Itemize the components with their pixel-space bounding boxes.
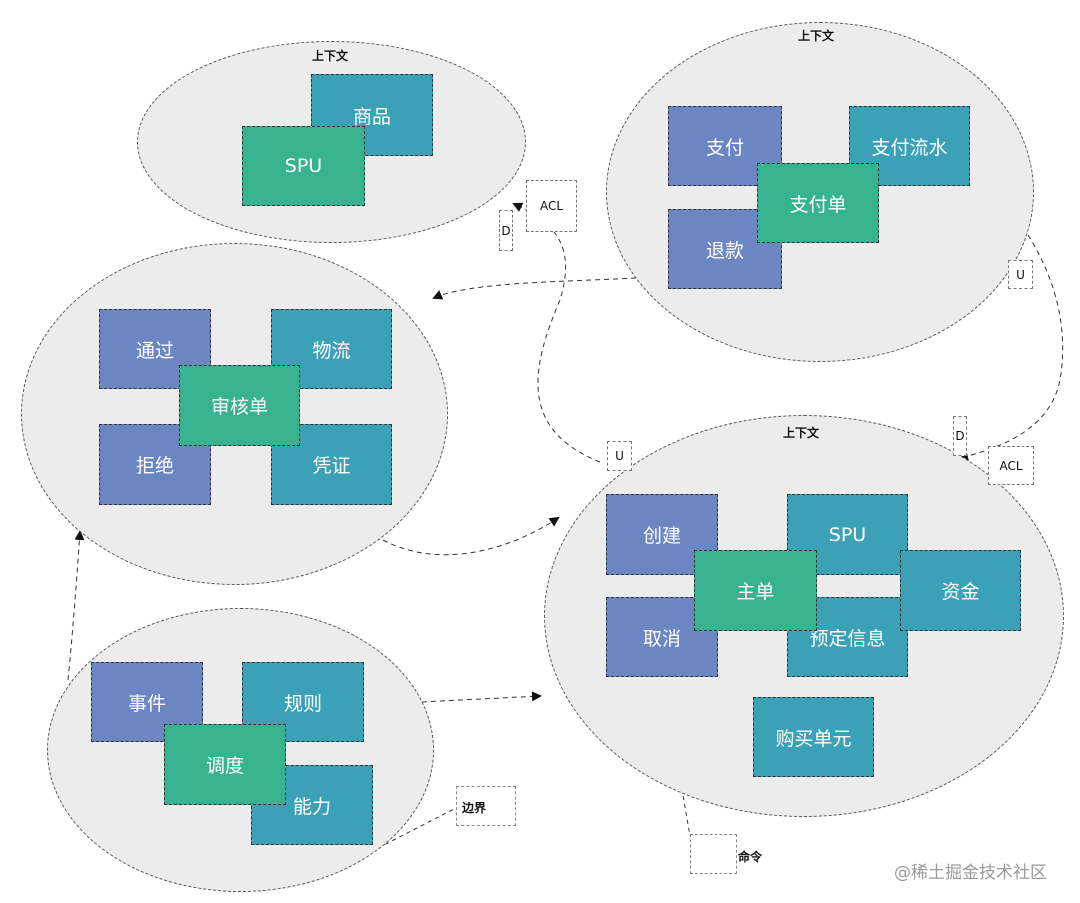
arrow-dispatch-to-review: [67, 530, 85, 681]
tag-u-mid: U: [607, 441, 632, 471]
box-schedule: 调度: [164, 724, 286, 805]
box-reserve: 预定信息: [787, 597, 908, 677]
tag-acl-top: ACL: [526, 180, 577, 232]
box-funds: 资金: [900, 550, 1021, 631]
context-product-label: 上下文: [312, 49, 349, 63]
watermark: @稀土掘金技术社区: [894, 863, 1047, 883]
arrow-dispatch-to-order: [421, 691, 542, 703]
note-command-frame: [690, 834, 737, 874]
note-boundary-frame: [456, 786, 516, 826]
arrow-review-to-order: [382, 516, 560, 556]
arrow-order-to-product-acl: [512, 202, 601, 463]
arrow-payment-to-review: [432, 277, 637, 300]
box-main-order: 主单: [694, 550, 817, 631]
box-product-spu: SPU: [242, 126, 365, 206]
context-order-label: 上下文: [783, 426, 820, 440]
box-purchase-unit: 购买单元: [753, 697, 874, 777]
note-boundary: 边界: [462, 801, 487, 815]
box-logistics: 物流: [271, 309, 392, 389]
tag-d-top: D: [499, 210, 513, 251]
tag-d-right: D: [953, 416, 967, 456]
note-command: 命令: [738, 850, 763, 864]
tag-acl-right: ACL: [988, 446, 1034, 485]
context-payment-label: 上下文: [798, 29, 835, 43]
tag-u-right: U: [1008, 260, 1033, 289]
box-audit: 审核单: [179, 365, 300, 446]
line-boundary-note: [377, 807, 457, 849]
box-pay-bill: 支付单: [757, 163, 879, 243]
box-rule: 规则: [242, 662, 364, 742]
arrow-payment-to-order-acl: [958, 234, 1064, 461]
box-pay: 支付: [668, 106, 782, 186]
